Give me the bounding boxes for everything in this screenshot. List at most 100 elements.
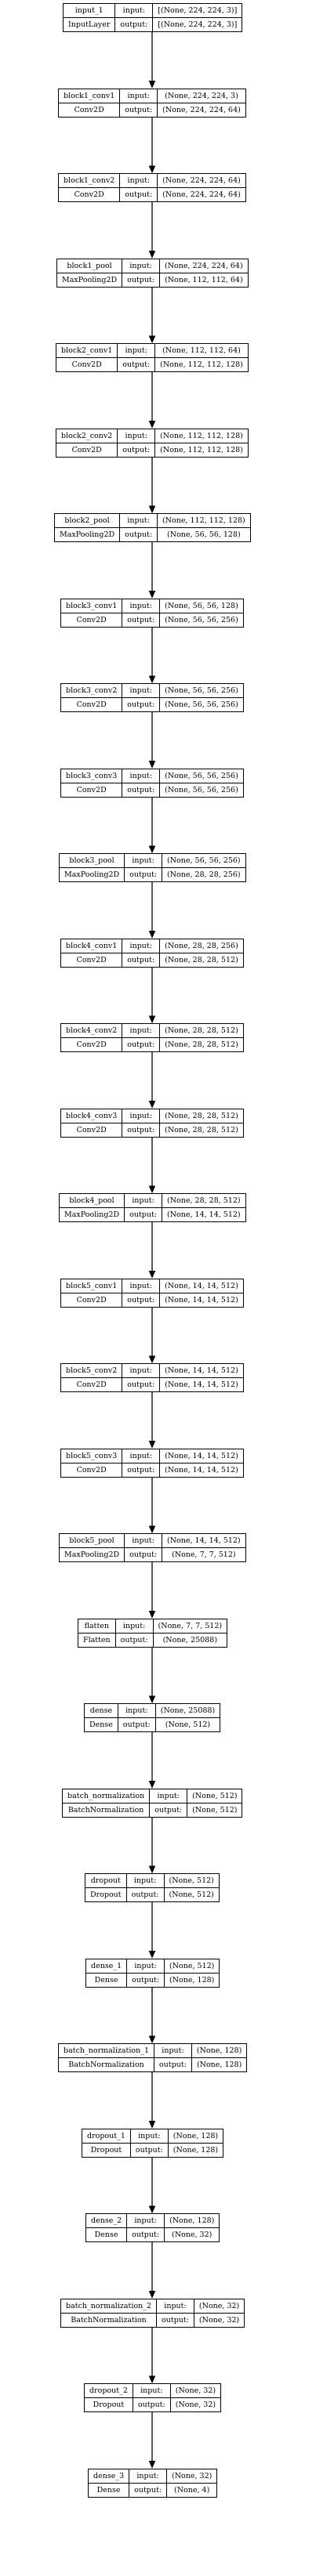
arrowhead bbox=[148, 165, 156, 174]
output-shape: (None, 512) bbox=[154, 1717, 221, 1732]
layer-type: Conv2D bbox=[60, 1463, 123, 1478]
input-label: input: bbox=[119, 513, 158, 528]
input-label: input: bbox=[126, 1959, 165, 1974]
layer-type: Dense bbox=[85, 1973, 128, 1988]
layer-name: dense_1 bbox=[85, 1959, 128, 1974]
layer-name: input_1 bbox=[62, 3, 116, 18]
output-shape: (None, 32) bbox=[163, 2227, 220, 2242]
arrowhead bbox=[148, 2291, 156, 2299]
layer-type: Conv2D bbox=[57, 187, 121, 202]
input-label: input: bbox=[122, 1279, 161, 1293]
input-shape: (None, 14, 14, 512) bbox=[159, 1363, 244, 1378]
output-label: output: bbox=[129, 2143, 169, 2158]
input-shape: (None, 14, 14, 512) bbox=[162, 1533, 246, 1548]
output-label: output: bbox=[126, 1973, 165, 1988]
input-shape: (None, 28, 28, 256) bbox=[159, 939, 244, 953]
input-shape: (None, 56, 56, 256) bbox=[159, 683, 244, 698]
arrowhead bbox=[148, 1015, 156, 1024]
input-shape: (None, 128) bbox=[167, 2129, 224, 2144]
output-shape: (None, 224, 224, 64) bbox=[157, 187, 246, 202]
arrowhead bbox=[148, 1781, 156, 1789]
input-shape: (None, 14, 14, 512) bbox=[159, 1449, 244, 1463]
input-label: input: bbox=[122, 769, 161, 783]
input-label: input: bbox=[122, 939, 161, 953]
output-shape: [(None, 224, 224, 3)] bbox=[152, 17, 243, 32]
layer-type: Dropout bbox=[85, 1887, 127, 1902]
layer-name: dropout bbox=[85, 1873, 127, 1888]
output-label: output: bbox=[114, 17, 154, 32]
layer-type: Conv2D bbox=[60, 613, 123, 628]
arrowhead bbox=[148, 505, 156, 514]
arrowhead bbox=[148, 2375, 156, 2384]
input-shape: (None, 512) bbox=[187, 1789, 243, 1804]
output-label: output: bbox=[129, 2483, 167, 2498]
layer-type: BatchNormalization bbox=[60, 2313, 158, 2328]
output-label: output: bbox=[124, 1547, 163, 1562]
input-shape: (None, 224, 224, 64) bbox=[159, 259, 249, 273]
input-label: input: bbox=[117, 429, 156, 443]
layer-name: block1_conv1 bbox=[57, 89, 121, 103]
output-shape: (None, 224, 224, 64) bbox=[157, 103, 246, 118]
layer-name: block2_conv2 bbox=[55, 429, 118, 443]
output-shape: (None, 512) bbox=[163, 1887, 220, 1902]
layer-name: block1_pool bbox=[56, 259, 123, 273]
input-shape: (None, 512) bbox=[163, 1873, 220, 1888]
layer-name: block3_conv2 bbox=[60, 683, 123, 698]
layer-name: dense_3 bbox=[87, 2469, 130, 2484]
layer-type: MaxPooling2D bbox=[53, 527, 121, 542]
layer-type: Conv2D bbox=[57, 103, 121, 118]
input-label: input: bbox=[119, 89, 158, 103]
output-shape: (None, 128) bbox=[163, 1973, 220, 1988]
arrowhead bbox=[148, 1525, 156, 1534]
input-label: input: bbox=[122, 1449, 161, 1463]
output-label: output: bbox=[122, 1123, 161, 1138]
output-label: output: bbox=[114, 1633, 154, 1648]
output-shape: (None, 7, 7, 512) bbox=[162, 1547, 246, 1562]
input-label: input: bbox=[122, 1363, 161, 1378]
output-label: output: bbox=[132, 2397, 171, 2412]
output-label: output: bbox=[117, 357, 156, 372]
layer-type: Conv2D bbox=[55, 443, 118, 458]
layer-name: block4_conv3 bbox=[60, 1109, 123, 1123]
arrowhead bbox=[148, 931, 156, 939]
layer-name: dense bbox=[84, 1703, 118, 1718]
input-shape: (None, 25088) bbox=[154, 1703, 221, 1718]
input-label: input: bbox=[154, 2043, 192, 2058]
output-label: output: bbox=[117, 1717, 156, 1732]
output-label: output: bbox=[122, 273, 161, 288]
output-label: output: bbox=[122, 1293, 161, 1308]
layer-name: batch_normalization_2 bbox=[60, 2299, 158, 2314]
input-shape: (None, 7, 7, 512) bbox=[152, 1619, 228, 1634]
layer-name: block1_conv2 bbox=[57, 173, 121, 188]
output-shape: (None, 112, 112, 128) bbox=[154, 357, 249, 372]
output-shape: (None, 32) bbox=[169, 2397, 222, 2412]
layer-name: dropout_2 bbox=[84, 2383, 133, 2398]
layer-name: block4_conv1 bbox=[60, 939, 123, 953]
layer-type: Conv2D bbox=[60, 783, 123, 798]
output-label: output: bbox=[119, 527, 158, 542]
arrowhead bbox=[148, 1611, 156, 1619]
input-label: input: bbox=[124, 1193, 163, 1208]
input-label: input: bbox=[124, 1533, 163, 1548]
arrowhead bbox=[148, 591, 156, 599]
layer-type: MaxPooling2D bbox=[56, 273, 123, 288]
